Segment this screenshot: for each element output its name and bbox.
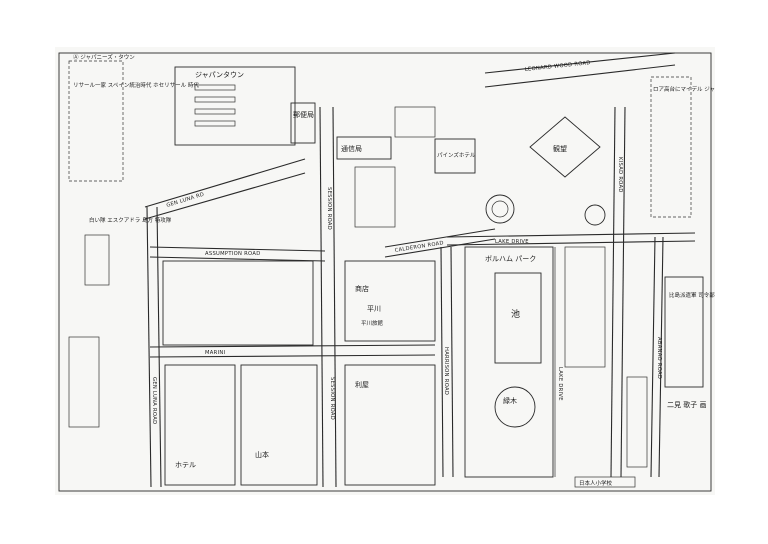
map-sheet: Ⓐ ジャパニーズ・タウン LEONARD WOOD ROAD GEN LUNA … — [55, 47, 715, 495]
hirakawa-label: 平川 — [367, 305, 381, 313]
road-session: SESSION ROAD — [326, 187, 332, 230]
harrison-road-line-1 — [440, 246, 444, 478]
japanese-town-block — [174, 66, 296, 146]
jt-row-4 — [194, 120, 236, 127]
roundabout-inner — [491, 200, 509, 218]
harrison-road-line-2 — [450, 246, 454, 478]
post-office-block — [290, 102, 316, 144]
marini-road-line-1 — [149, 344, 436, 348]
calderon-road-line-1 — [384, 228, 496, 248]
footer-box — [574, 476, 636, 488]
lake-drive-line-2 — [446, 240, 696, 246]
gen-luna-rd-line-1 — [144, 158, 306, 208]
road-kisad: KISAD ROAD — [617, 157, 623, 193]
telegraph-label: 通信局 — [341, 144, 362, 153]
road-assumption: ASSUMPTION ROAD — [205, 251, 261, 257]
central-block-1 — [162, 260, 314, 346]
pines-hotel-block — [434, 138, 476, 174]
calderon-road-line-2 — [384, 238, 496, 258]
left-note-box — [68, 60, 124, 182]
kinbo-circle — [494, 386, 536, 428]
store-label: 商店 — [355, 284, 369, 293]
central-block-4 — [344, 260, 436, 342]
right-note-box — [650, 76, 692, 218]
map-frame — [58, 52, 712, 492]
footer-label: 日本人小学校 — [579, 479, 613, 487]
session-road-line-1 — [319, 106, 324, 488]
headquarters-label: 比島派遣軍 司令部 — [669, 291, 715, 299]
observatory-diamond — [529, 116, 601, 178]
assumption-road-line-1 — [149, 246, 326, 252]
road-lake-drive-2: LAKE DRIVE — [557, 367, 563, 401]
hirakawa-hotel-label: 平川旅館 — [361, 319, 384, 327]
hand-drawn-map: Ⓐ ジャパニーズ・タウン LEONARD WOOD ROAD GEN LUNA … — [58, 52, 715, 492]
yamamoto-label: 山本 — [255, 450, 269, 459]
margin-note-left-2: 白い隊 エスクアドラ 島方 特攻隊 — [89, 216, 172, 224]
road-abanao: ABANAO ROAD — [656, 337, 662, 379]
park-label: ボルハム パーク — [485, 255, 536, 263]
abanao-road-line-1 — [650, 236, 656, 478]
artist-signature: 二見 歌子 画 — [667, 400, 706, 409]
jt-row-3 — [194, 108, 236, 115]
margin-note-right: ロア高台にマイデル ジャパリー 宮殿 — [653, 85, 715, 93]
pond-rect — [494, 272, 542, 364]
central-block-2 — [164, 364, 236, 486]
road-gen-luna-vertical: GEN LUNA ROAD — [151, 377, 157, 424]
road-leonard-wood: LEONARD WOOD ROAD — [525, 60, 591, 73]
jt-row-2 — [194, 96, 236, 103]
road-session-2: SESSION ROAD — [329, 377, 335, 420]
kisad-road-line-2 — [620, 106, 626, 478]
central-block-5 — [344, 364, 436, 486]
telegraph-block — [336, 136, 392, 160]
observatory-label: 観望 — [553, 144, 567, 153]
small-roundabout — [584, 204, 606, 226]
road-marini: MARINI — [205, 350, 226, 356]
gen-luna-road-line-2 — [156, 206, 162, 488]
left-mid-block — [84, 234, 110, 286]
kisad-road-line-1 — [610, 106, 616, 478]
kinbo-label: 緑木 — [503, 396, 517, 405]
jt-row-1 — [194, 84, 236, 91]
upper-mid-block — [394, 106, 436, 138]
session-road-line-2 — [332, 106, 337, 488]
right-lower-block — [626, 376, 648, 468]
assumption-road-line-2 — [149, 256, 326, 262]
gen-luna-rd-line-2 — [144, 172, 306, 220]
toshiya-label: 利屋 — [355, 380, 369, 389]
left-lower-block — [68, 336, 100, 428]
road-gen-luna: GEN LUNA RD — [166, 192, 205, 209]
post-office-label: 郵便局 — [293, 110, 314, 119]
road-lake-drive: LAKE DRIVE — [495, 239, 529, 245]
central-block-3 — [240, 364, 318, 486]
japanese-town-label: ジャパンタウン — [195, 70, 244, 79]
gen-luna-road-line-1 — [146, 206, 152, 488]
marini-road-line-2 — [149, 354, 436, 358]
leonard-wood-road-line-2 — [484, 64, 676, 88]
abanao-road-line-2 — [658, 236, 664, 478]
lake-drive-line-1 — [446, 232, 696, 238]
roundabout-outer — [485, 194, 515, 224]
leonard-wood-road-line-1 — [484, 52, 676, 74]
pond-label: 池 — [511, 308, 520, 320]
header-note: Ⓐ ジャパニーズ・タウン — [73, 53, 135, 61]
margin-note-left: リサール一家 スペイン統治時代 ホセリサール 時代 — [73, 81, 199, 89]
hotel-label: ホテル — [175, 461, 196, 469]
kisad-side-block — [564, 246, 606, 368]
headquarters-block — [664, 276, 704, 388]
session-upper-block — [354, 166, 396, 228]
road-harrison: HARRISON ROAD — [443, 347, 449, 395]
park-block — [464, 246, 554, 478]
pines-hotel-label: パインズホテル — [437, 151, 476, 159]
